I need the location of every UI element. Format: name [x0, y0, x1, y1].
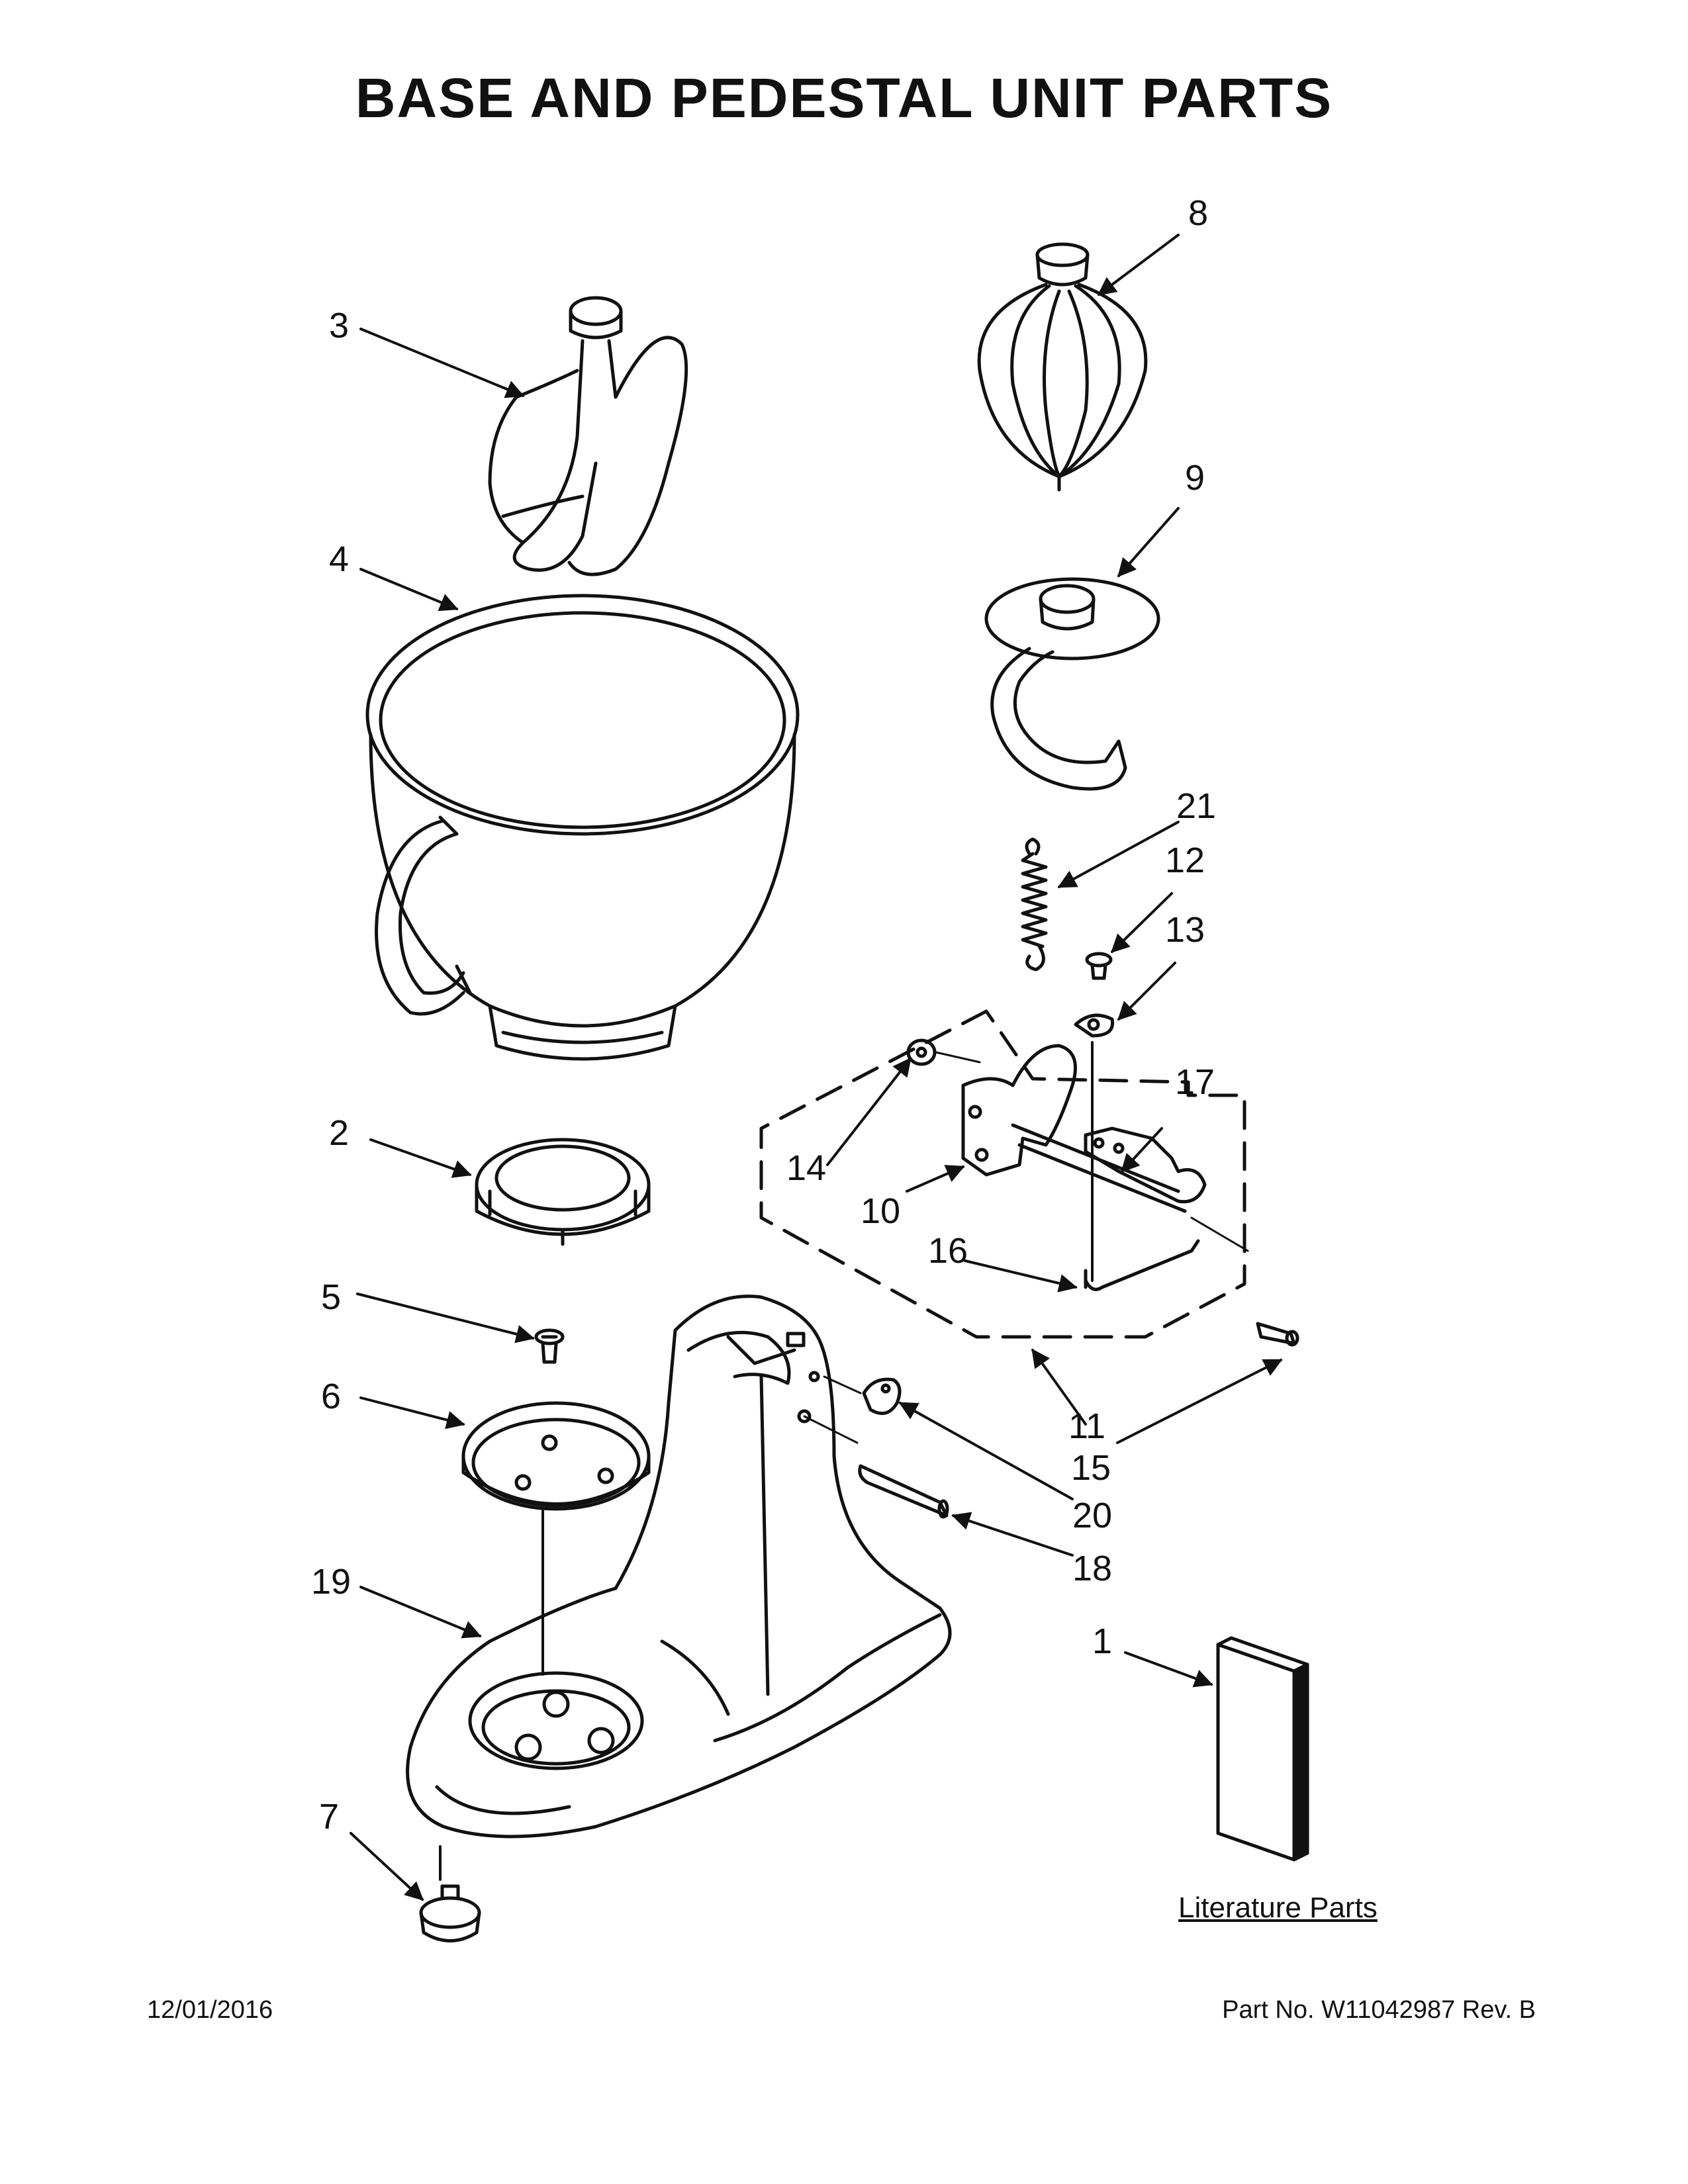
base-plate [461, 1401, 651, 1676]
callout-13: 13 [1164, 910, 1205, 950]
callout-1: 1 [1092, 1621, 1113, 1661]
callout-2: 2 [328, 1113, 350, 1153]
locking-lever [1084, 1126, 1207, 1204]
callout-3: 3 [328, 306, 350, 345]
hinge-pin-18 [803, 1415, 949, 1519]
assembly-outline [759, 1009, 1246, 1339]
washer-14 [906, 1038, 981, 1066]
callout-16: 16 [927, 1231, 968, 1271]
callout-17: 17 [1174, 1062, 1215, 1102]
spring [1021, 837, 1048, 972]
callout-7: 7 [318, 1797, 340, 1837]
callout-10: 10 [860, 1191, 901, 1231]
flat-beater [488, 296, 688, 576]
callout-11: 11 [1068, 1406, 1106, 1446]
screw [534, 1328, 565, 1364]
rubber-foot [419, 1884, 481, 1942]
callout-19: 19 [310, 1562, 352, 1602]
wire-whip [977, 242, 1148, 492]
latch-20 [823, 1375, 902, 1416]
small-screw [1085, 952, 1113, 980]
pin-15 [1190, 1216, 1299, 1347]
rod-16 [1084, 1041, 1200, 1291]
washer-13 [1074, 1013, 1115, 1038]
callout-12: 12 [1164, 841, 1205, 880]
callout-4: 4 [328, 539, 350, 579]
literature-book [1216, 1636, 1309, 1862]
clamp-ring [475, 1138, 651, 1246]
callout-5: 5 [320, 1277, 342, 1317]
callout-15: 15 [1070, 1448, 1111, 1488]
dough-hook [984, 577, 1160, 791]
page-title: BASE AND PEDESTAL UNIT PARTS [355, 67, 1333, 129]
callout-14: 14 [786, 1148, 827, 1188]
callout-9: 9 [1184, 458, 1205, 498]
callout-8: 8 [1188, 193, 1209, 233]
footer-part-number: Part No. W11042987 Rev. B [1222, 1996, 1536, 2024]
callout-21: 21 [1176, 786, 1217, 826]
leader-lines [350, 234, 1283, 1901]
footer-date: 12/01/2016 [147, 1996, 273, 2024]
callout-20: 20 [1072, 1496, 1113, 1535]
callout-18: 18 [1072, 1549, 1113, 1588]
mixing-bowl [365, 594, 800, 1061]
callout-6: 6 [320, 1377, 342, 1416]
literature-parts-label: Literature Parts [1178, 1891, 1378, 1924]
pedestal-base [406, 1295, 952, 1881]
